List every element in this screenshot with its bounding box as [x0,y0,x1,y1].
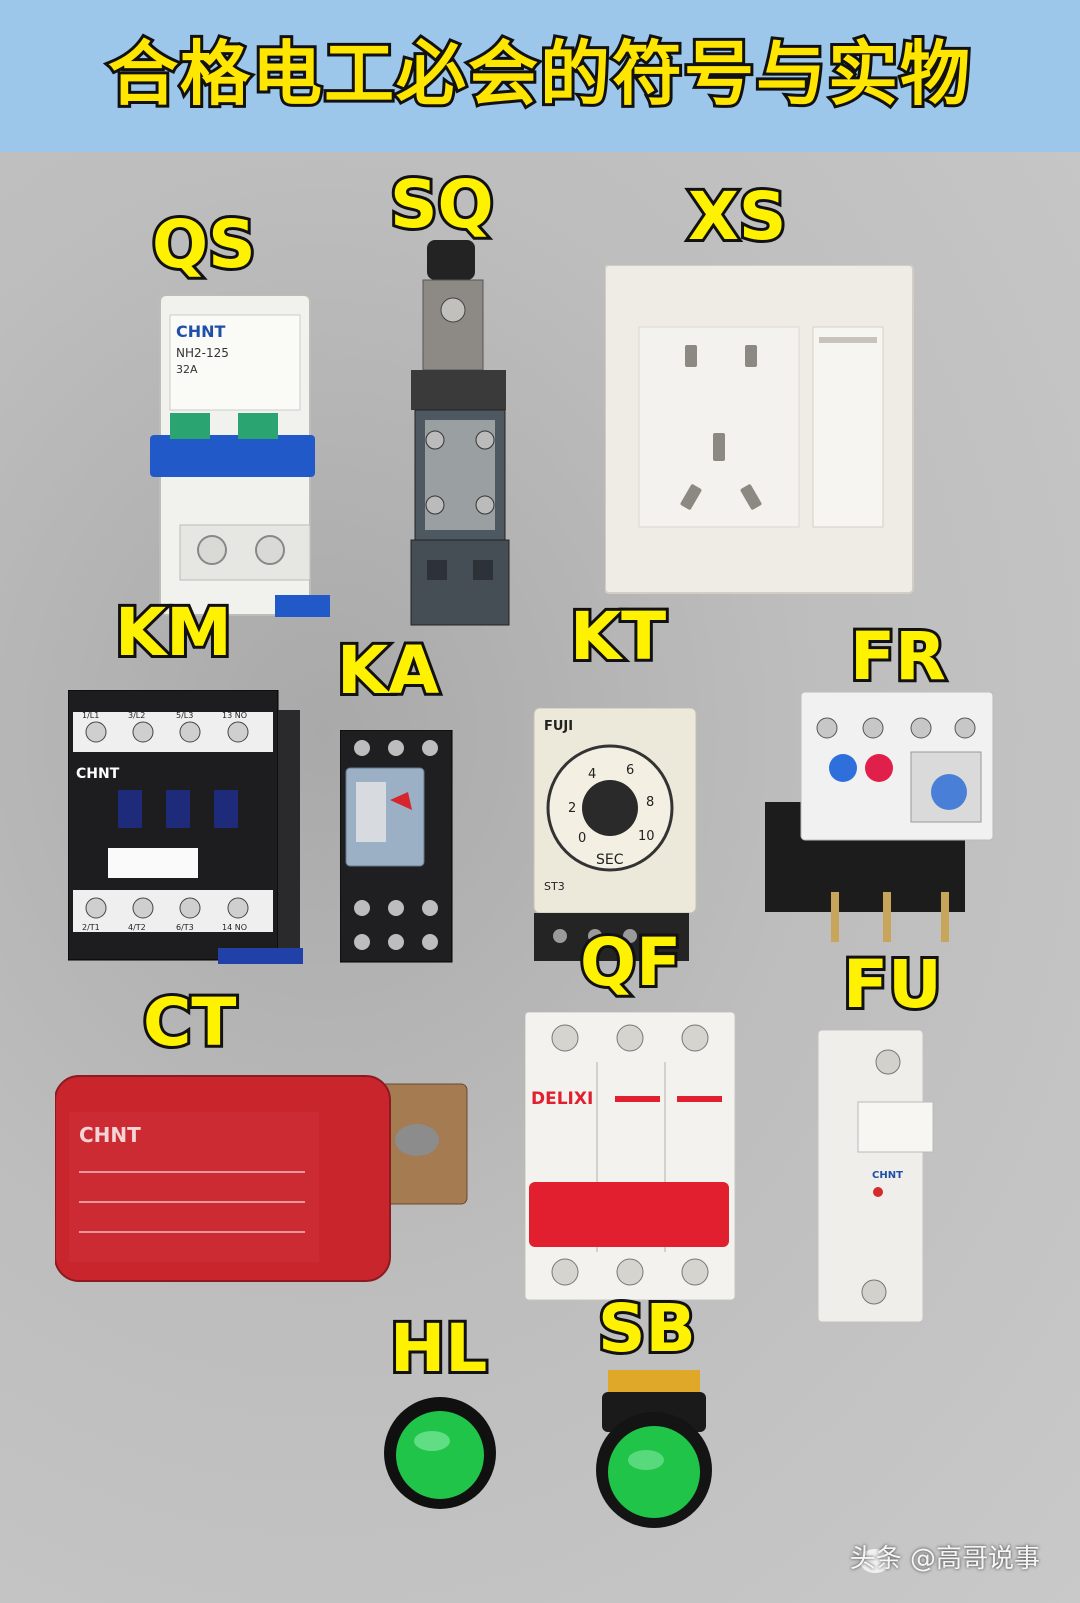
km-contactor: 1/L1 3/L2 5/L3 13 NO CHNT 2/T1 4/T2 6/T3… [68,690,303,964]
label-qs: QS [149,206,259,283]
kt-dial-4: 4 [588,767,596,782]
fu-fuse-holder: CHNT [818,1030,934,1323]
watermark-logo-icon [860,1549,890,1573]
km-terminal-bottom-3: 6/T3 [176,923,194,932]
label-qf: QF [577,924,684,1001]
qf-circuit-breaker: DELIXI [525,1012,736,1301]
qf-brand: DELIXI [531,1089,593,1109]
kt-dial-2: 2 [568,801,576,816]
hl-indicator-lamp [384,1397,496,1509]
kt-unit: SEC [596,852,624,868]
label-ct: CT [140,984,239,1061]
label-km: KM [112,594,235,671]
kt-dial-10: 10 [638,829,655,844]
ct-current-transformer: CHNT [55,1075,468,1282]
label-fr: FR [847,618,949,695]
label-ka: KA [334,632,442,709]
kt-brand: FUJI [544,719,573,734]
km-brand: CHNT [76,766,120,782]
km-terminal-top-1: 1/L1 [82,711,99,720]
title-banner: 合格电工必会的符号与实物 [0,0,1080,152]
km-terminal-bottom-4: 14 NO [222,923,247,932]
label-hl: HL [387,1310,490,1387]
qs-brand: CHNT [176,322,226,341]
km-terminal-top-3: 5/L3 [176,711,193,720]
kt-dial-6: 6 [626,763,634,778]
label-sq: SQ [387,166,497,243]
km-terminal-bottom-1: 2/T1 [82,923,100,932]
ka-relay [340,730,453,963]
km-terminal-top-4: 13 NO [222,711,247,720]
label-fu: FU [840,946,945,1023]
kt-timer: FUJI 0 2 4 6 8 10 SEC ST3 [533,708,697,961]
xs-socket [605,265,914,594]
km-terminal-bottom-2: 4/T2 [128,923,146,932]
sq-limit-switch [410,240,510,626]
fr-thermal-relay [765,692,994,942]
fu-brand: CHNT [872,1170,903,1181]
qs-isolator-switch: CHNT NH2-125 32A [150,295,330,617]
label-xs: XS [685,178,789,255]
km-terminal-top-2: 3/L2 [128,711,145,720]
label-kt: KT [567,598,669,675]
qs-model: NH2-125 [176,346,229,360]
ct-brand: CHNT [79,1123,141,1147]
qs-rating: 32A [176,363,198,376]
kt-dial-0: 0 [578,831,586,846]
kt-type: ST3 [544,880,565,893]
label-sb: SB [595,1290,699,1367]
sb-push-button [596,1370,712,1528]
page-title: 合格电工必会的符号与实物 [105,30,973,118]
kt-dial-8: 8 [646,795,654,810]
watermark: 头条 @高哥说事 [849,1544,1040,1574]
